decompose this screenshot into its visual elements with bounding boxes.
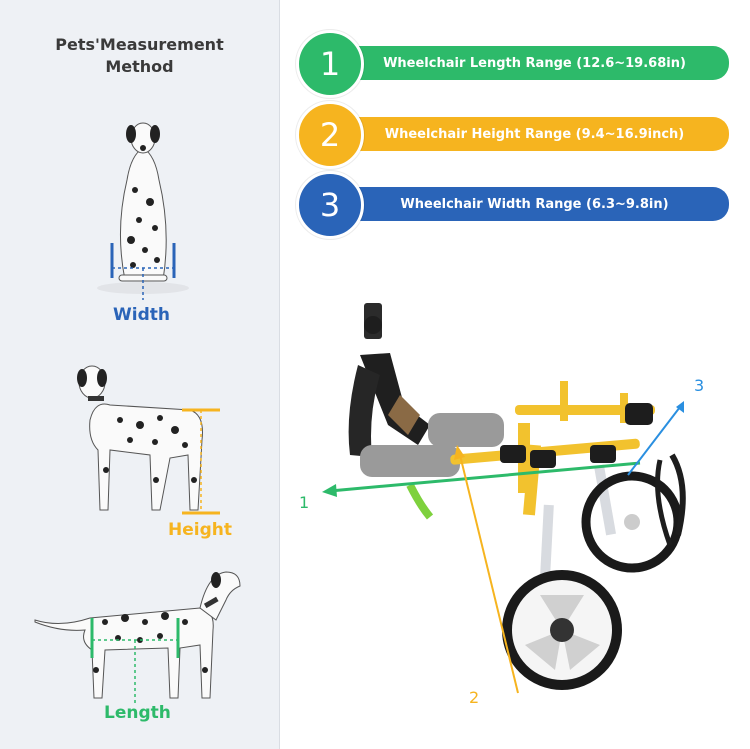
length-label: Length: [104, 703, 171, 723]
width-number-badge: 3: [296, 171, 364, 239]
width-number: 3: [319, 186, 341, 224]
sitting-dog-image: [97, 122, 189, 300]
panel-title-line2: Method: [105, 57, 174, 76]
length-range-pill: Wheelchair Length Range (12.6~19.68in): [340, 46, 729, 80]
diagram-length-number: 1: [299, 493, 310, 512]
panel-title-line1: Pets'Measurement: [55, 35, 224, 54]
length-number-badge: 1: [296, 30, 364, 98]
panel-divider: [279, 0, 280, 749]
standing-dog-front-image: [77, 365, 220, 515]
height-number: 2: [319, 116, 341, 154]
width-label: Width: [113, 305, 170, 325]
height-range-pill: Wheelchair Height Range (9.4~16.9inch): [340, 117, 729, 151]
height-number-badge: 2: [296, 101, 364, 169]
length-number: 1: [319, 45, 341, 83]
width-range-text: Wheelchair Width Range (6.3~9.8in): [400, 196, 669, 212]
height-label: Height: [168, 520, 232, 540]
width-range-pill: Wheelchair Width Range (6.3~9.8in): [340, 187, 729, 221]
wheelchair-image: [322, 303, 686, 694]
diagram-width-number: 3: [694, 376, 705, 395]
diagram-height-number: 2: [469, 688, 480, 707]
length-range-text: Wheelchair Length Range (12.6~19.68in): [383, 55, 686, 71]
standing-dog-side-image: [34, 571, 241, 705]
height-range-text: Wheelchair Height Range (9.4~16.9inch): [384, 126, 685, 142]
